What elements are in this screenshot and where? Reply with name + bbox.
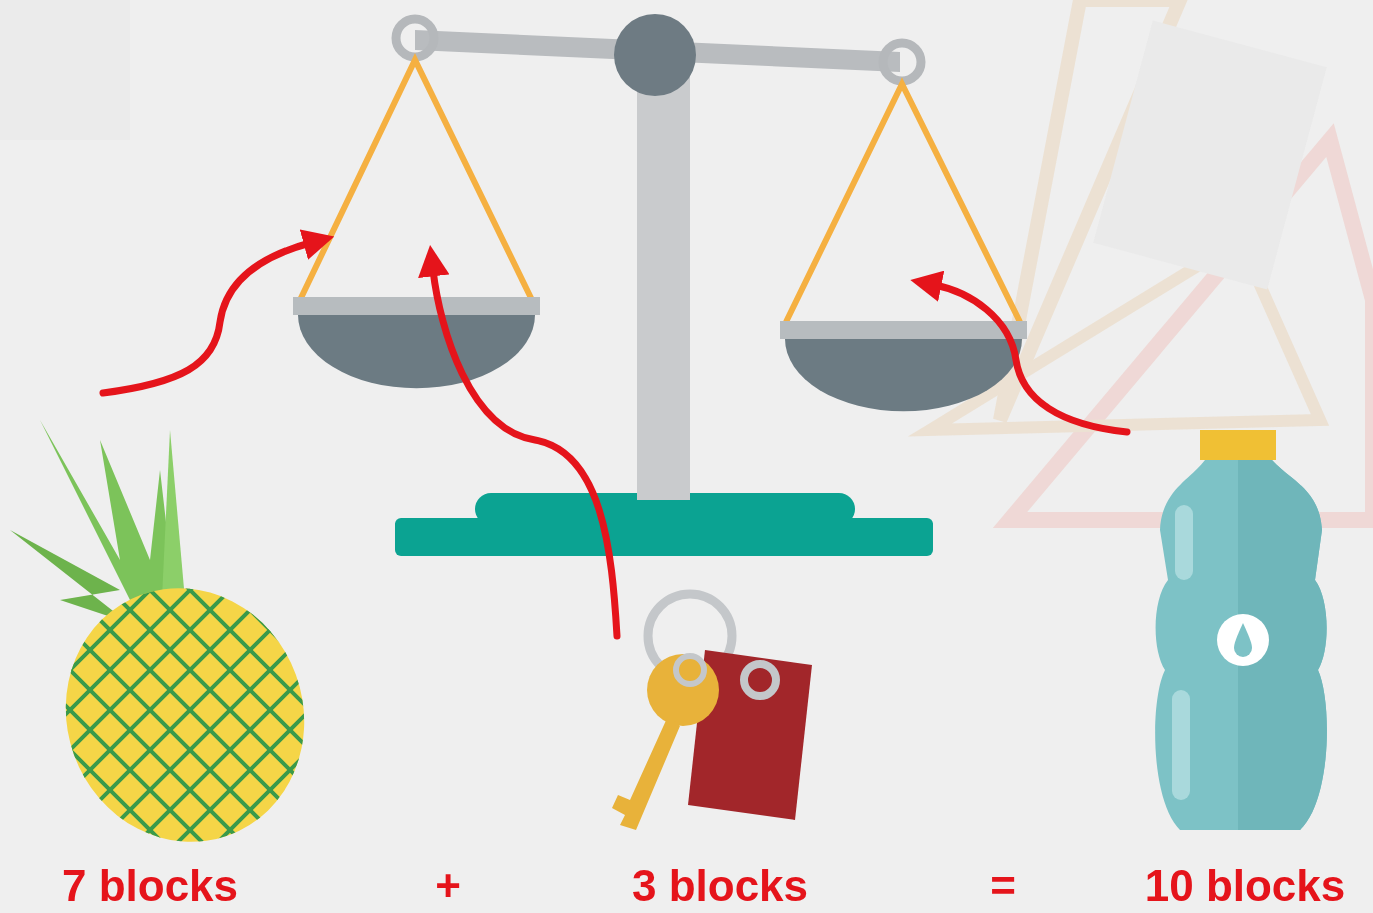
keys-icon: [612, 594, 812, 830]
plus-sign: +: [435, 864, 461, 908]
addend-label: 7 blocks: [62, 864, 238, 908]
pointer-arrow: [103, 243, 1127, 636]
equals-sign: =: [990, 864, 1016, 908]
bottle-icon: [1155, 430, 1327, 830]
background-decoration: [0, 0, 1373, 520]
pineapple-icon: [10, 420, 340, 910]
addend-label: 3 blocks: [632, 864, 808, 908]
sum-label: 10 blocks: [1145, 864, 1346, 908]
